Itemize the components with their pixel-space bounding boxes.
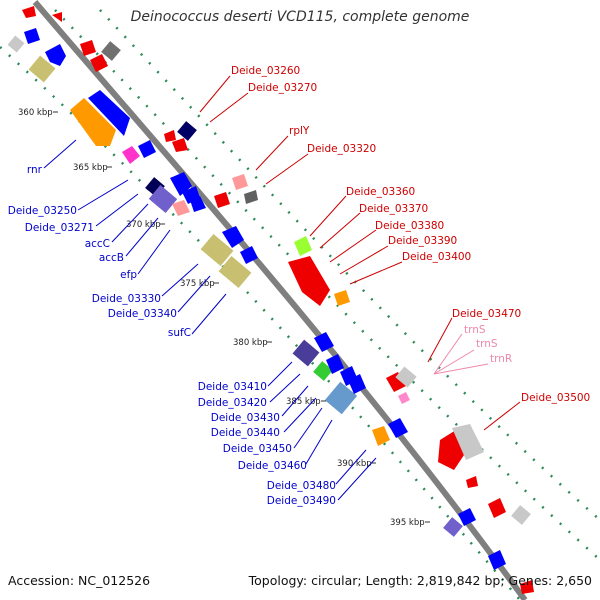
gene-label: Deide_03460: [238, 460, 307, 472]
gene-label: Deide_03271: [25, 222, 94, 234]
tick-label: 360 kbp: [18, 108, 53, 118]
gene-label: Deide_03270: [248, 82, 317, 94]
red-gene-labels: Deide_03260 Deide_03270 rplY Deide_03320…: [231, 65, 590, 404]
tick-label: 375 kbp: [180, 279, 215, 289]
tick-label: 380 kbp: [233, 338, 268, 348]
accession-text: Accession: NC_012526: [8, 573, 151, 588]
gene-label: Deide_03430: [211, 412, 280, 424]
gene-label: rplY: [289, 125, 310, 137]
gene-label: rnr: [27, 164, 43, 176]
tick-label: 385 kbp: [286, 397, 321, 407]
blue-gene-labels: rnr Deide_03250 Deide_03271 accC accB ef…: [8, 164, 336, 507]
gene-label: Deide_03390: [388, 235, 457, 247]
gene-label: Deide_03450: [223, 443, 292, 455]
gene-label: Deide_03380: [375, 220, 444, 232]
gene-features: [7, 6, 534, 594]
gene-label: Deide_03360: [346, 186, 415, 198]
gene-label: Deide_03330: [92, 293, 161, 305]
gene-label: accB: [99, 252, 124, 264]
map-title: Deinococcus deserti VCD115, complete gen…: [130, 9, 470, 25]
pink-trna-labels: trnS trnS trnR: [464, 324, 512, 365]
gene-label: Deide_03490: [267, 495, 336, 507]
trna-label: trnR: [490, 353, 512, 365]
blue-leader-lines: [43, 139, 377, 501]
tick-label: 390 kbp: [337, 459, 372, 469]
gene-label: Deide_03340: [108, 308, 177, 320]
gene-label: efp: [120, 269, 137, 281]
gene-label: Deide_03500: [521, 392, 590, 404]
trna-label: trnS: [476, 338, 498, 350]
gene-label: Deide_03440: [211, 427, 280, 439]
pink-leader-lines: [433, 333, 489, 375]
gene-label: Deide_03480: [267, 480, 336, 492]
gene-label: Deide_03320: [307, 143, 376, 155]
dotted-guides: [0, 9, 600, 600]
gene-label: Deide_03260: [231, 65, 300, 77]
tick-label: 365 kbp: [73, 163, 108, 173]
trna-label: trnS: [464, 324, 486, 336]
gene-label: Deide_03420: [198, 397, 267, 409]
gene-label: Deide_03250: [8, 205, 77, 217]
genome-summary-text: Topology: circular; Length: 2,819,842 bp…: [248, 573, 592, 588]
red-leader-lines: [199, 75, 521, 431]
genome-backbone: [32, 0, 528, 600]
gene-label: Deide_03470: [452, 308, 521, 320]
gene-label: Deide_03410: [198, 381, 267, 393]
gene-label: sufC: [168, 327, 191, 339]
tick-label: 370 kbp: [126, 220, 161, 230]
gene-label: accC: [85, 238, 110, 250]
gene-label: Deide_03400: [402, 251, 471, 263]
tick-label: 395 kbp: [390, 518, 425, 528]
gene-label: Deide_03370: [359, 203, 428, 215]
